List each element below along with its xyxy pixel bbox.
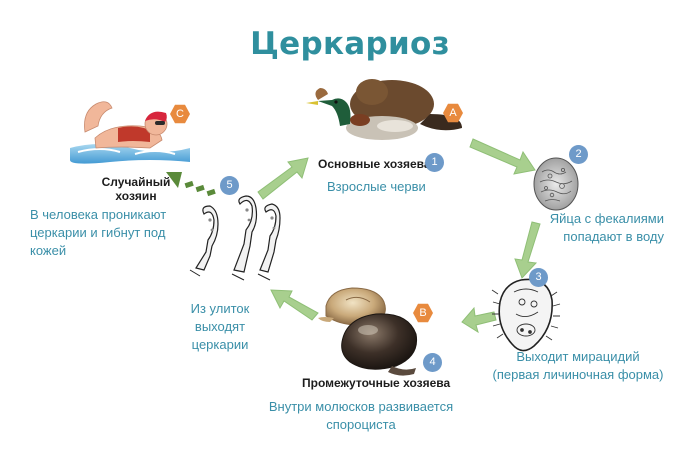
adult-worms-caption: Взрослые черви bbox=[327, 179, 426, 194]
step-badge-4: 4 bbox=[423, 353, 442, 372]
sporocyst-caption-line-1: Внутри молюсков развивается bbox=[268, 399, 454, 414]
step-badge-5: 5 bbox=[220, 176, 239, 195]
arrow-1-to-2 bbox=[469, 138, 536, 175]
dotted-arrow-to-human bbox=[166, 172, 216, 197]
hex-badge-c: C bbox=[170, 104, 190, 124]
arrow-4-to-5 bbox=[270, 289, 319, 321]
accidental-host-line-1: Случайный bbox=[101, 175, 171, 189]
accidental-host-label: Случайный хозяин bbox=[92, 175, 180, 203]
arrow-3-to-4 bbox=[461, 306, 497, 334]
arrow-2-to-3 bbox=[514, 221, 541, 279]
arrow-5-to-1 bbox=[257, 157, 309, 200]
duck-beaver-illustration bbox=[306, 79, 462, 140]
page-title: Церкариоз bbox=[250, 26, 450, 62]
human-caption-line-1: В человека проникают bbox=[30, 207, 167, 222]
cercariae-caption-line-3: церкарии bbox=[191, 337, 249, 352]
human-caption: В человека проникают церкарии и гибнут п… bbox=[30, 206, 200, 260]
human-caption-line-2: церкарии и гибнут под bbox=[30, 225, 166, 240]
eggs-caption-line-1: Яйца с фекалиями bbox=[549, 211, 664, 226]
swimmer-illustration bbox=[70, 101, 190, 164]
snail-illustration bbox=[318, 287, 418, 376]
cercariae-caption: Из улиток выходят церкарии bbox=[174, 300, 266, 354]
accidental-host-line-2: хозяин bbox=[115, 189, 157, 203]
definitive-host-label: Основные хозяева bbox=[318, 157, 431, 171]
miracidium-caption-line-2: (первая личиночная форма) bbox=[492, 367, 664, 382]
eggs-caption: Яйца с фекалиями попадают в воду bbox=[540, 210, 664, 246]
egg-illustration bbox=[533, 157, 579, 211]
sporocyst-caption: Внутри молюсков развивается спороциста bbox=[255, 398, 467, 434]
step-badge-2: 2 bbox=[569, 145, 588, 164]
human-caption-line-3: кожей bbox=[30, 243, 67, 258]
cercariae-caption-line-2: выходят bbox=[194, 319, 246, 334]
miracidium-illustration bbox=[491, 278, 561, 352]
miracidium-caption-line-1: Выходит мирацидий bbox=[516, 349, 640, 364]
cercariae-illustration bbox=[189, 195, 281, 281]
step-badge-1: 1 bbox=[425, 153, 444, 172]
hex-badge-a: A bbox=[443, 103, 463, 123]
eggs-caption-line-2: попадают в воду bbox=[563, 229, 664, 244]
sporocyst-caption-line-2: спороциста bbox=[326, 417, 396, 432]
step-badge-3: 3 bbox=[529, 268, 548, 287]
intermediate-host-label: Промежуточные хозяева bbox=[302, 376, 451, 390]
hex-badge-b: B bbox=[413, 303, 433, 323]
cercariae-caption-line-1: Из улиток bbox=[190, 301, 250, 316]
miracidium-caption: Выходит мирацидий (первая личиночная фор… bbox=[476, 348, 680, 384]
